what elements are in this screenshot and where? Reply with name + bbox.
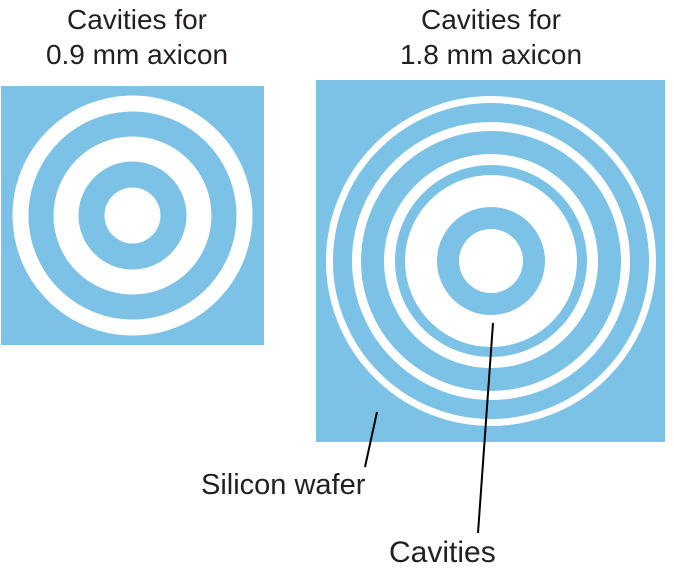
wafer-1-8mm-cavity-center-disc xyxy=(459,229,523,293)
cavities-leader-line xyxy=(477,322,494,534)
wafer-0-9mm-cavity-ring-2 xyxy=(12,95,253,336)
right-wafer-title-line2: 1.8 mm axicon xyxy=(399,39,583,70)
silicon-wafer-label: Silicon wafer xyxy=(201,469,366,501)
wafer-0-9mm-cavity-center-disc xyxy=(104,187,161,244)
wafer-1-8mm-cavity-ring-4 xyxy=(326,96,656,426)
left-wafer-title-line1: Cavities for xyxy=(66,4,208,35)
wafer-1-8mm-cavity-ring-1 xyxy=(405,175,577,347)
right-wafer-title: Cavities for 1.8 mm axicon xyxy=(371,2,611,72)
right-wafer-title-line1: Cavities for xyxy=(420,4,562,35)
wafer-1-8mm-cavity-ring-3 xyxy=(352,122,630,400)
silicon-wafer-leader-line xyxy=(364,411,378,468)
wafer-0-9mm-cavity-ring-1 xyxy=(53,136,212,295)
left-wafer-title: Cavities for 0.9 mm axicon xyxy=(17,2,257,72)
left-wafer-title-line2: 0.9 mm axicon xyxy=(45,39,229,70)
cavities-label: Cavities xyxy=(389,536,496,569)
